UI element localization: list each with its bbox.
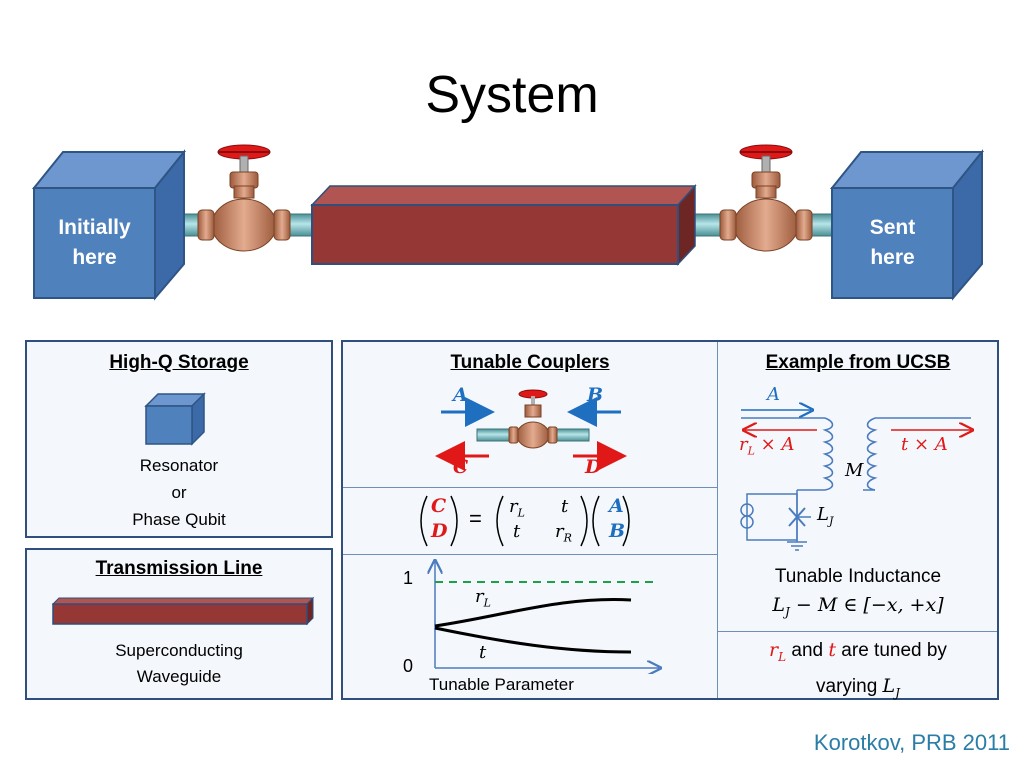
- divider-3: [717, 631, 997, 632]
- label-c: C: [453, 456, 469, 478]
- lj-label: LJ: [817, 504, 834, 528]
- matrix-m22: rR: [555, 521, 572, 545]
- waveguide-icon: [51, 596, 315, 626]
- left-valve-icon: [197, 144, 291, 252]
- matrix-m11: rL: [509, 496, 525, 520]
- parameter-plot: [413, 556, 673, 674]
- y-tick-0: 0: [403, 656, 414, 676]
- label-b: B: [587, 384, 604, 406]
- tuning-note: rL and t are tuned by varying LJ: [769, 639, 947, 700]
- curve-rl: [434, 598, 632, 628]
- mutual-inductance-label: M: [845, 460, 864, 481]
- system-illustration: [31, 144, 985, 301]
- matrix-equation: [420, 495, 630, 547]
- coupler-valve-icon: [508, 389, 558, 449]
- reflected-label: rL × A: [739, 434, 795, 458]
- waveguide-bar: [310, 184, 697, 266]
- inductor-left-icon: [822, 417, 834, 491]
- coupler-diagram: [435, 389, 627, 471]
- transmission-heading: Transmission Line: [95, 558, 263, 579]
- label-a: A: [453, 384, 468, 406]
- x-axis-label: Tunable Parameter: [429, 675, 574, 694]
- tunable-inductance-title: Tunable Inductance: [774, 566, 942, 587]
- ucsb-heading: Example from UCSB: [765, 352, 951, 373]
- divider-1: [343, 487, 717, 488]
- matrix-m12: t: [561, 496, 569, 517]
- curve-rl-label: rL: [475, 586, 491, 610]
- y-tick-1: 1: [403, 568, 414, 588]
- sent-here-box: [829, 149, 985, 301]
- curve-t: [434, 626, 632, 654]
- ucsb-circuit-diagram: [740, 382, 985, 551]
- matrix-m21: t: [513, 521, 521, 542]
- initially-here-box: [31, 149, 187, 301]
- citation: Korotkov, PRB 2011: [813, 730, 1010, 755]
- tunable-inductance-expr: LJ − M ∈ [−x, +x]: [772, 594, 944, 619]
- matrix-equals: =: [469, 506, 482, 531]
- inductor-right-icon: [866, 417, 878, 491]
- couplers-heading: Tunable Couplers: [450, 352, 610, 373]
- divider-2: [343, 554, 717, 555]
- vertical-divider: [717, 342, 718, 698]
- resonator-cube-icon: [144, 392, 206, 446]
- curve-t-label: t: [479, 642, 487, 663]
- storage-heading: High-Q Storage: [109, 352, 249, 373]
- label-d: D: [585, 456, 602, 478]
- transmitted-label: t × A: [901, 434, 948, 455]
- page-title: System: [425, 66, 599, 124]
- wave-a-label: A: [767, 384, 780, 405]
- right-valve-icon: [719, 144, 813, 252]
